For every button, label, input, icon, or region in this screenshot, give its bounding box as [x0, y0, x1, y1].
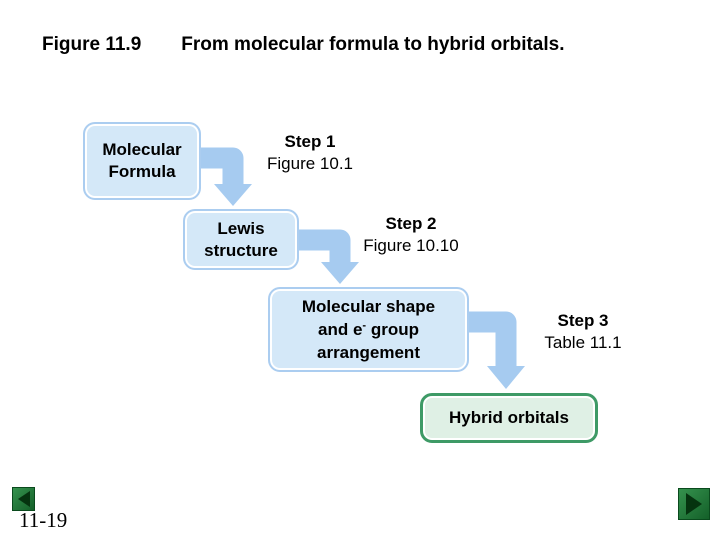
flow-arrow-1-line	[201, 147, 244, 185]
step3-reference: Table 11.1	[544, 333, 622, 352]
step2-annotation: Step 2 Figure 10.10	[346, 213, 476, 257]
slide-title: Figure 11.9 From molecular formula to hy…	[42, 34, 565, 56]
box-line: Molecular	[102, 140, 182, 159]
box-line-text: group	[366, 320, 419, 339]
box-lewis-structure: Lewis structure	[183, 209, 299, 270]
flow-arrow-2-line	[297, 229, 351, 263]
step1-label: Step 1	[284, 132, 336, 151]
flow-arrow-3-line	[467, 311, 517, 367]
box-molecular-shape: Molecular shape and e- group arrangement	[268, 287, 469, 372]
elbow-down-arrow-icon-step3	[467, 311, 525, 389]
box-line-text: and e	[318, 320, 363, 339]
elbow-down-arrow-icon-step1	[201, 147, 252, 206]
next-arrow-icon	[686, 493, 702, 515]
step3-label: Step 3	[557, 311, 609, 330]
figure-label: Figure 11.9	[42, 34, 142, 55]
step2-label: Step 2	[385, 214, 437, 233]
box-line: Molecular shape	[301, 297, 436, 316]
step1-reference: Figure 10.1	[267, 154, 353, 173]
box-line: and e- group	[318, 318, 419, 341]
box-hybrid-orbitals: Hybrid orbitals	[420, 393, 598, 443]
step1-annotation: Step 1 Figure 10.1	[245, 131, 375, 175]
box-line: Formula	[108, 162, 176, 181]
box-line: arrangement	[317, 343, 420, 362]
flow-arrow-3-head	[487, 366, 525, 389]
flow-arrow-1-head	[214, 184, 252, 206]
title-text: From molecular formula to hybrid orbital…	[181, 34, 565, 55]
step3-annotation: Step 3 Table 11.1	[518, 310, 648, 354]
box-molecular-formula: Molecular Formula	[83, 122, 201, 200]
box-line: Lewis	[217, 218, 265, 238]
next-slide-button[interactable]	[678, 488, 710, 520]
slide-number: 11-19	[19, 508, 68, 532]
flow-arrow-2-head	[321, 262, 359, 284]
box-line: Hybrid orbitals	[449, 408, 569, 427]
previous-arrow-icon	[17, 491, 30, 507]
superscript-minus: -	[362, 319, 367, 332]
previous-slide-button[interactable]	[12, 487, 35, 511]
box-line: structure	[204, 240, 278, 260]
step2-reference: Figure 10.10	[363, 236, 459, 255]
elbow-down-arrow-icon-step2	[297, 229, 359, 284]
